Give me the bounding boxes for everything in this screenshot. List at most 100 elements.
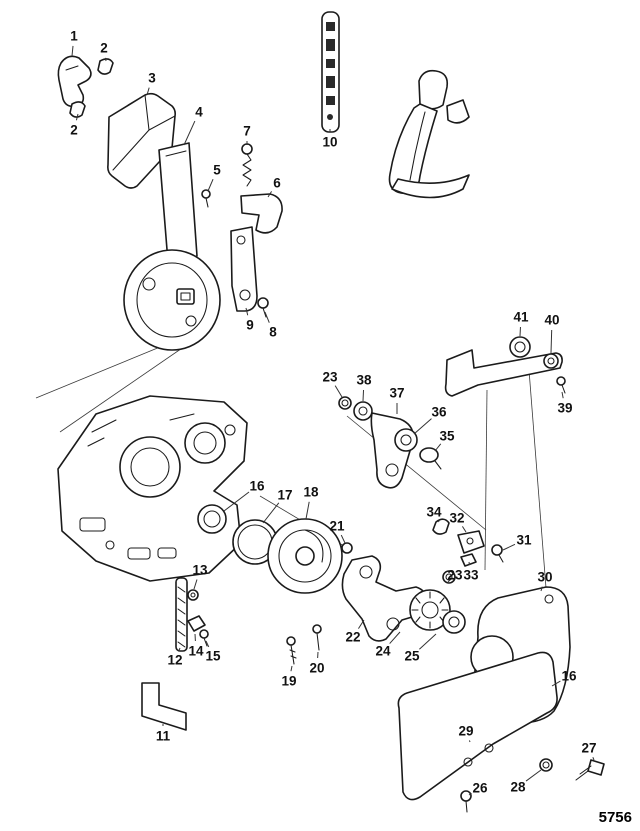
callout-39: 39 xyxy=(557,401,572,416)
throttle-arm-assembly xyxy=(388,69,470,199)
callout-40: 40 xyxy=(544,313,559,328)
part-10-shift-pattern-decal xyxy=(321,11,340,133)
leader-line xyxy=(389,631,401,644)
part-38-grommet xyxy=(353,401,373,421)
callout-2: 2 xyxy=(70,123,78,138)
callout-21: 21 xyxy=(329,519,345,534)
leader-line xyxy=(438,520,440,523)
callout-36: 36 xyxy=(431,405,447,420)
callout-16: 16 xyxy=(561,669,577,684)
part-24-gear xyxy=(409,589,451,631)
leader-line xyxy=(468,792,472,796)
callout-7: 7 xyxy=(243,124,251,139)
part-8-screw xyxy=(257,297,269,318)
part-5-screw xyxy=(201,189,211,208)
leader-line xyxy=(550,329,553,354)
callout-15: 15 xyxy=(205,649,221,664)
part-25-bushing xyxy=(442,610,466,634)
leader-line xyxy=(183,120,196,146)
callout-37: 37 xyxy=(389,386,404,401)
leader-line xyxy=(290,665,293,672)
callout-23: 23 xyxy=(322,370,338,385)
part-40-41-neutral-arm xyxy=(444,336,566,397)
callout-41: 41 xyxy=(513,310,529,325)
callout-6: 6 xyxy=(273,176,281,191)
part-21-pin xyxy=(341,542,353,554)
part-36-washer xyxy=(394,428,418,452)
leader-line xyxy=(468,740,471,743)
leader-line xyxy=(413,418,432,435)
callout-14: 14 xyxy=(188,644,204,659)
cable-clamp-cluster xyxy=(432,518,504,584)
leader-line xyxy=(540,586,543,592)
leader-line xyxy=(305,501,310,520)
callout-20: 20 xyxy=(309,661,324,676)
callout-22: 22 xyxy=(345,630,360,645)
leader-line xyxy=(223,491,250,512)
callout-19: 19 xyxy=(281,674,296,689)
part-29-back-plate xyxy=(397,651,558,801)
callout-33: 33 xyxy=(463,568,479,583)
callout-8: 8 xyxy=(269,325,277,340)
callout-34: 34 xyxy=(426,505,442,520)
leader-line xyxy=(362,389,365,402)
callout-31: 31 xyxy=(516,533,532,548)
part-1-latch xyxy=(57,55,92,108)
leader-line xyxy=(592,757,595,761)
part-15-screw xyxy=(199,629,209,647)
leader-line xyxy=(461,526,467,533)
part-6-detent-bracket xyxy=(240,193,283,234)
callout-11: 11 xyxy=(156,729,171,744)
leader-line xyxy=(245,307,249,316)
callout-5: 5 xyxy=(213,163,221,178)
callout-25: 25 xyxy=(404,649,420,664)
callout-3: 3 xyxy=(148,71,156,86)
callout-35: 35 xyxy=(439,429,455,444)
callout-28: 28 xyxy=(510,780,526,795)
callout-10: 10 xyxy=(322,135,337,150)
callout-13: 13 xyxy=(192,563,208,578)
part-35-retainer xyxy=(419,447,442,470)
leader-line xyxy=(264,311,270,323)
leader-line xyxy=(561,391,564,399)
leader-line xyxy=(525,769,542,782)
callout-4: 4 xyxy=(195,105,203,120)
part-18-cam-drum xyxy=(267,518,343,594)
leader-line xyxy=(334,385,343,398)
callout-17: 17 xyxy=(277,488,292,503)
leader-line xyxy=(146,87,150,96)
callout-26: 26 xyxy=(472,781,488,796)
callout-18: 18 xyxy=(303,485,319,500)
callout-23: 23 xyxy=(447,568,463,583)
leader-line xyxy=(447,578,452,583)
part-9-bracket-strip xyxy=(230,226,258,312)
part-27-bolt xyxy=(575,759,605,781)
leader-line xyxy=(178,647,181,651)
main-housing xyxy=(57,395,248,582)
leader-line xyxy=(75,113,79,121)
leader-line xyxy=(502,543,516,551)
leader-line xyxy=(71,45,74,57)
callout-16: 16 xyxy=(249,479,265,494)
leader-line xyxy=(262,502,280,524)
figure-number: 5756 xyxy=(598,809,632,826)
part-14-clip xyxy=(187,615,206,632)
part-4-control-lever-and-disc xyxy=(123,142,221,351)
part-11-angle-bracket xyxy=(141,682,187,731)
leader-line xyxy=(419,633,437,650)
part-20-screw xyxy=(312,624,322,651)
leader-line xyxy=(358,619,365,629)
leader-line xyxy=(205,640,210,648)
leader-line xyxy=(340,534,346,544)
part-16-ring xyxy=(197,504,227,534)
leader-line xyxy=(434,443,442,452)
callout-30: 30 xyxy=(537,570,552,585)
leader-line xyxy=(193,579,198,590)
leader-line xyxy=(267,191,273,198)
callout-12: 12 xyxy=(167,653,182,668)
callout-38: 38 xyxy=(356,373,372,388)
callout-1: 1 xyxy=(70,29,78,44)
